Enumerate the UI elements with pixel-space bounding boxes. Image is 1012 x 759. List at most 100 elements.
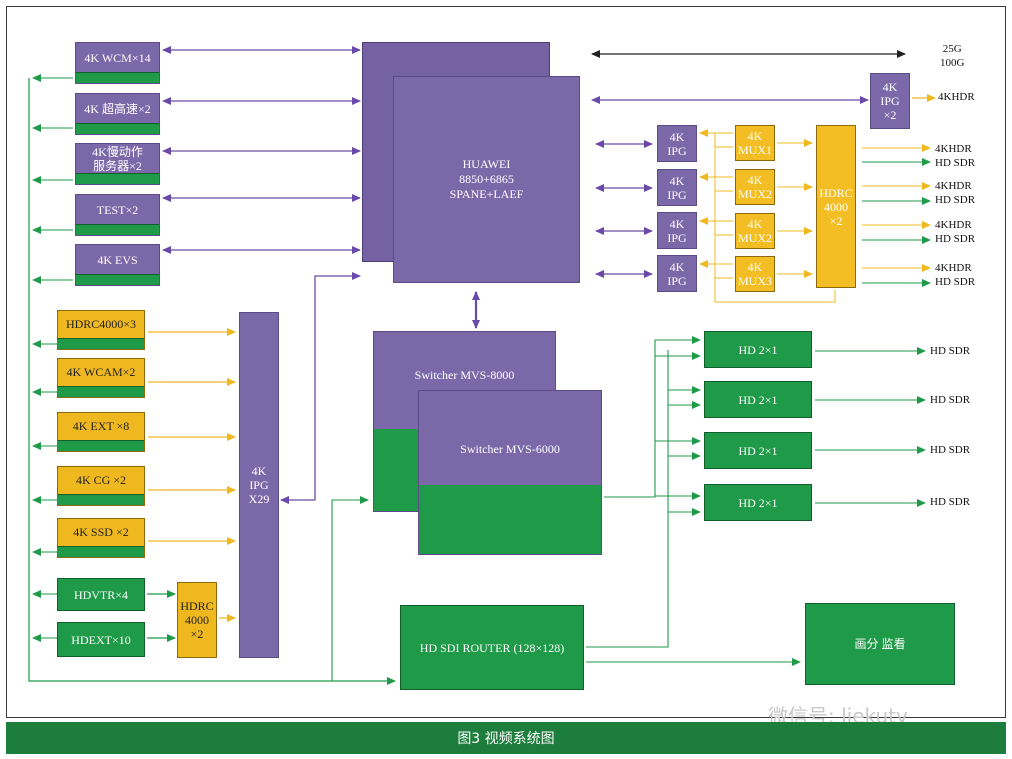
link-ipg-mux-b-3	[714, 221, 733, 236]
source-4k-highspeed-strip	[76, 123, 159, 134]
source-4k-evs-strip	[76, 274, 159, 285]
source-test-strip	[76, 224, 159, 235]
switcher-mvs6000-label: Switcher MVS-6000	[460, 442, 560, 456]
hd2x1-3-output: HD SDR	[930, 444, 971, 456]
source-hdext-label: HDEXT×10	[71, 632, 131, 647]
source-4k-ssd-label: 4K SSD ×2	[73, 525, 129, 539]
diagram-frame	[6, 6, 1006, 718]
source-4k-wcm: 4K WCM×14	[75, 42, 160, 84]
mux-3-label: 4K MUX2	[737, 217, 772, 245]
figure-caption-text: 图3 视频系统图	[457, 731, 555, 747]
source-4k-ssd-strip	[58, 546, 144, 557]
source-hdrc4000-strip	[58, 338, 144, 349]
ipg-small-1-label: 4K IPG	[667, 129, 687, 158]
hdrc-output-6: HD SDR	[935, 233, 976, 245]
hdrc-converter-big: HDRC 4000 ×2	[816, 125, 856, 288]
ipg-small-3: 4K IPG	[657, 212, 697, 249]
source-4k-wcam-label: 4K WCAM×2	[66, 365, 136, 379]
link-ipg-mux-b-2	[714, 177, 733, 192]
source-4k-wcam-strip	[58, 386, 144, 397]
hdrc-converter-small-label: HDRC 4000 ×2	[180, 599, 214, 641]
hdrc-output-5: 4KHDR	[935, 219, 972, 231]
mux-4-label: 4K MUX3	[737, 260, 772, 288]
ipg-small-2: 4K IPG	[657, 169, 697, 206]
link-bus-switcher	[331, 496, 369, 681]
source-4k-wcm-label: 4K WCM×14	[84, 51, 151, 65]
hdrc-output-3: 4KHDR	[935, 180, 972, 192]
multiview-monitor-label: 画分 监看	[854, 637, 906, 651]
link-switcher-hd2x1	[604, 336, 701, 498]
switcher-mvs6000: Switcher MVS-6000	[418, 390, 602, 555]
hdrc-converter-big-label: HDRC 4000 ×2	[819, 185, 853, 228]
source-hdrc4000-label: HDRC4000×3	[65, 317, 137, 331]
link-left-bus	[28, 78, 396, 685]
source-4k-ssd: 4K SSD ×2	[57, 518, 145, 558]
hd2x1-1-label: HD 2×1	[738, 342, 778, 357]
hd-sdi-router: HD SDI ROUTER (128×128)	[400, 605, 584, 690]
source-4k-slowmo: 4K慢动作 服务器×2	[75, 143, 160, 185]
ipg-x29: 4K IPG X29	[239, 312, 279, 658]
source-4k-cg: 4K CG ×2	[57, 466, 145, 506]
source-4k-slowmo-strip	[76, 173, 159, 184]
mux-4: 4K MUX3	[735, 256, 775, 292]
link-ipg-mux-b-4	[714, 264, 733, 279]
source-4k-cg-label: 4K CG ×2	[75, 473, 127, 487]
hd2x1-2-output: HD SDR	[930, 394, 971, 406]
figure-caption: 图3 视频系统图	[6, 722, 1006, 754]
link-ipgx29-huawei	[280, 272, 361, 504]
source-test-label: TEST×2	[96, 203, 139, 217]
hdrc-output-7: 4KHDR	[935, 262, 972, 274]
switcher-mvs8000-label: Switcher MVS-8000	[414, 368, 515, 382]
source-4k-highspeed: 4K 超高速×2	[75, 93, 160, 135]
hdrc-output-8: HD SDR	[935, 276, 976, 288]
hd2x1-2: HD 2×1	[704, 381, 812, 418]
mux-3: 4K MUX2	[735, 213, 775, 249]
source-hdext: HDEXT×10	[57, 622, 145, 657]
ipg-small-2-label: 4K IPG	[667, 173, 687, 202]
source-hdvtr: HDVTR×4	[57, 578, 145, 611]
hdrc-output-2: HD SDR	[935, 157, 976, 169]
multiview-monitor: 画分 监看	[805, 603, 955, 685]
source-hdrc4000: HDRC4000×3	[57, 310, 145, 350]
hd2x1-4-output: HD SDR	[930, 496, 971, 508]
ipg-x29-label: 4K IPG X29	[248, 464, 270, 506]
source-4k-ext-label: 4K EXT ×8	[72, 419, 130, 433]
huawei-switch: HUAWEI 8850+6865 SPANE+LAEF	[393, 76, 580, 283]
source-4k-ext-strip	[58, 440, 144, 451]
hd2x1-4: HD 2×1	[704, 484, 812, 521]
hd2x1-1: HD 2×1	[704, 331, 812, 368]
mux-2-label: 4K MUX2	[737, 173, 772, 201]
ipg-small-4-label: 4K IPG	[667, 259, 687, 288]
hdrc-output-4: HD SDR	[935, 194, 976, 206]
hdrc-output-1: 4KHDR	[935, 143, 972, 155]
hd2x1-2-label: HD 2×1	[738, 392, 778, 407]
mux-1-label: 4K MUX1	[737, 129, 772, 157]
ipg-x2-label: 4K IPG ×2	[880, 80, 900, 122]
ipg-small-4: 4K IPG	[657, 255, 697, 292]
source-4k-evs-label: 4K EVS	[97, 253, 138, 267]
hd2x1-3: HD 2×1	[704, 432, 812, 469]
source-4k-wcam: 4K WCAM×2	[57, 358, 145, 398]
source-4k-evs: 4K EVS	[75, 244, 160, 286]
link-router-hd2x1	[586, 515, 669, 648]
source-4k-cg-strip	[58, 494, 144, 505]
hdrc-converter-small: HDRC 4000 ×2	[177, 582, 217, 658]
hd2x1-3-label: HD 2×1	[738, 443, 778, 458]
hd2x1-1-output: HD SDR	[930, 345, 971, 357]
hd2x1-4-label: HD 2×1	[738, 495, 778, 510]
ipg-x2: 4K IPG ×2	[870, 73, 910, 129]
mux-2: 4K MUX2	[735, 169, 775, 205]
ipg-small-1: 4K IPG	[657, 125, 697, 162]
source-hdvtr-label: HDVTR×4	[73, 587, 129, 602]
link-ipg-mux-bus	[714, 133, 836, 303]
source-4k-slowmo-label: 4K慢动作 服务器×2	[92, 145, 143, 173]
hd-sdi-router-label: HD SDI ROUTER (128×128)	[419, 640, 565, 655]
source-4k-wcm-strip	[76, 72, 159, 83]
ipg-small-3-label: 4K IPG	[667, 216, 687, 245]
network-speed-label: 25G 100G	[940, 43, 965, 69]
ipg-x2-output: 4KHDR	[938, 91, 975, 103]
source-test: TEST×2	[75, 194, 160, 236]
link-ipg-mux-b-1	[714, 133, 733, 148]
